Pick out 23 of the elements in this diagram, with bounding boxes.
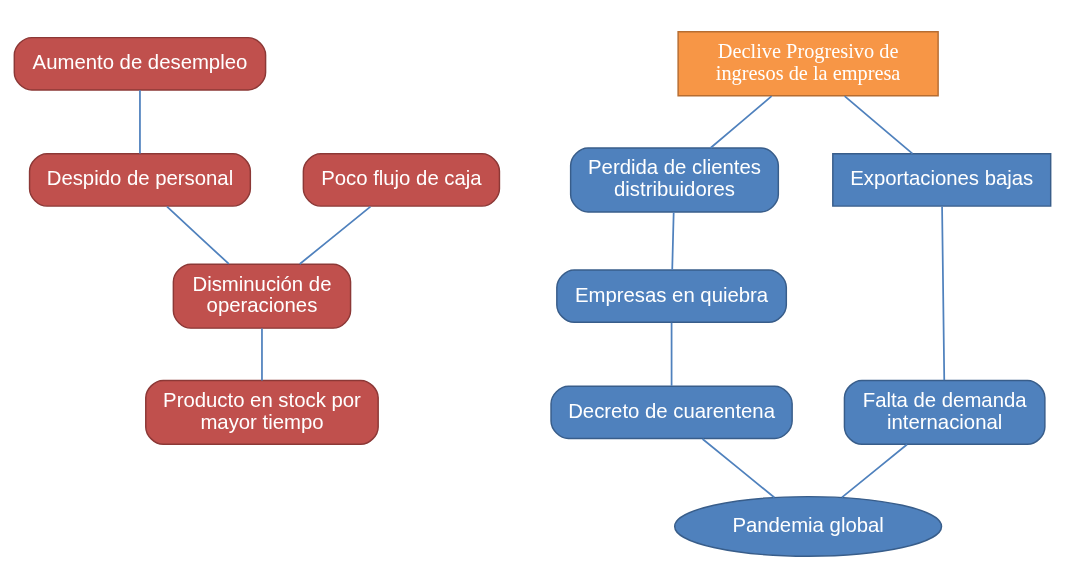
connector <box>261 327 263 382</box>
node-box: Decreto de cuarentena <box>550 385 793 440</box>
node-box: Falta de demanda internacional <box>843 379 1046 446</box>
connector <box>841 443 908 499</box>
connector <box>671 211 675 271</box>
node-box: Empresas en quiebra <box>556 269 788 324</box>
node-box: Aumento de desempleo <box>13 36 267 91</box>
connector <box>709 95 773 149</box>
connector <box>166 205 230 265</box>
connector <box>701 438 776 499</box>
node-ellipse: Pandemia global <box>673 495 943 557</box>
node-box: Exportaciones bajas <box>832 153 1052 207</box>
node-box: Declive Progresivo de ingresos de la empresa <box>677 31 939 97</box>
node-box: Perdida de clientes distribuidores <box>569 147 780 213</box>
connector <box>843 95 914 155</box>
node-box: Disminución de operaciones <box>172 263 352 329</box>
node-box: Poco flujo de caja <box>302 153 501 207</box>
connector <box>139 89 141 155</box>
connector <box>670 321 673 387</box>
connector <box>941 205 946 381</box>
node-box: Producto en stock por mayor tiempo <box>145 379 379 446</box>
node-box: Despido de personal <box>28 153 252 207</box>
connector <box>298 205 372 265</box>
